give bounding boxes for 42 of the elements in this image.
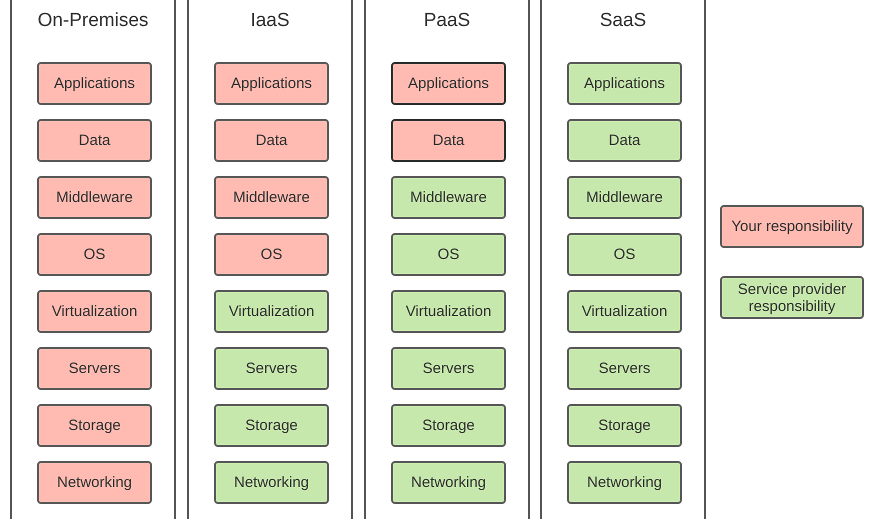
- layer-box: Servers: [567, 347, 682, 390]
- layer-box: Storage: [391, 404, 506, 447]
- layer-box: Servers: [391, 347, 506, 390]
- layer-box: Networking: [391, 461, 506, 504]
- layer-box: OS: [37, 233, 152, 276]
- legend-label: Service provider responsibility: [736, 280, 848, 314]
- layer-box: Servers: [37, 347, 152, 390]
- layer-box: Virtualization: [214, 290, 329, 333]
- layer-box: Middleware: [214, 176, 329, 219]
- layer-box: Servers: [214, 347, 329, 390]
- layer-box: Applications: [391, 62, 506, 105]
- column-title: PaaS: [422, 10, 472, 32]
- layer-box: Storage: [567, 404, 682, 447]
- layer-box: Networking: [567, 461, 682, 504]
- layer-box: Virtualization: [37, 290, 152, 333]
- column-panel: [187, 0, 353, 519]
- layer-box: Networking: [214, 461, 329, 504]
- column-panel: [364, 0, 530, 519]
- layer-box: Storage: [214, 404, 329, 447]
- column-title: SaaS: [598, 10, 648, 32]
- layer-box: Networking: [37, 461, 152, 504]
- legend-label: Your responsibility: [731, 218, 853, 235]
- layer-box: Middleware: [391, 176, 506, 219]
- layer-box: Applications: [214, 62, 329, 105]
- layer-box: Applications: [567, 62, 682, 105]
- column-title: On-Premises: [36, 10, 150, 32]
- column-panel: [10, 0, 176, 519]
- layer-box: OS: [567, 233, 682, 276]
- layer-box: Virtualization: [567, 290, 682, 333]
- layer-box: Data: [37, 119, 152, 162]
- layer-box: Middleware: [567, 176, 682, 219]
- layer-box: Virtualization: [391, 290, 506, 333]
- layer-box: OS: [214, 233, 329, 276]
- layer-box: Middleware: [37, 176, 152, 219]
- column-panel: [540, 0, 706, 519]
- layer-box: OS: [391, 233, 506, 276]
- layer-box: Data: [214, 119, 329, 162]
- layer-box: Applications: [37, 62, 152, 105]
- layer-box: Data: [567, 119, 682, 162]
- layer-box: Data: [391, 119, 506, 162]
- column-title: IaaS: [249, 10, 291, 32]
- layer-box: Storage: [37, 404, 152, 447]
